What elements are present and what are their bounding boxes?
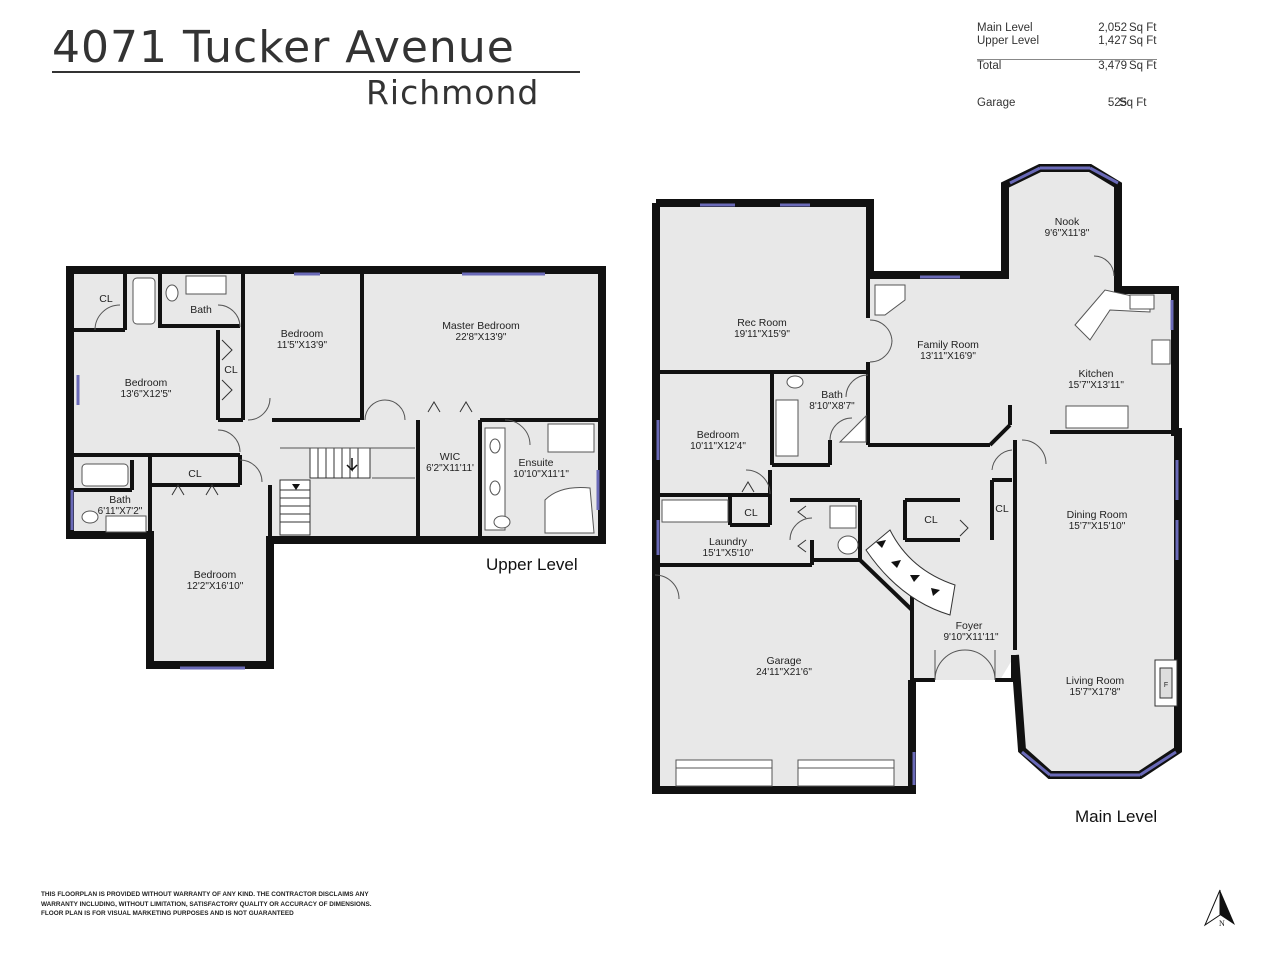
- main-nook-dim: 9'6"X11'8": [1045, 228, 1090, 239]
- property-city: Richmond: [366, 73, 540, 112]
- upper-bedroom3-label: Bedroom: [194, 569, 237, 581]
- north-compass-icon: N: [1203, 889, 1235, 928]
- main-cl3-label: CL: [995, 503, 1009, 515]
- upper-cl1-label: CL: [99, 293, 113, 305]
- upper-bath2-label: Bath: [109, 494, 131, 506]
- area-row-main: Main Level 2,052 Sq Ft: [977, 22, 1157, 34]
- title-underline: [52, 71, 580, 73]
- upper-bath2-dim: 6'11"X7'2": [98, 506, 143, 517]
- area-divider: [977, 59, 1157, 60]
- main-level-label: Main Level: [1075, 807, 1158, 826]
- upper-bath1-label: Bath: [190, 304, 212, 316]
- upper-cl3-label: CL: [188, 468, 202, 480]
- main-bath-dim: 8'10"X8'7": [809, 401, 855, 412]
- main-bedroom-label: Bedroom: [697, 429, 740, 441]
- main-rec-dim: 19'11"X15'9": [734, 329, 790, 340]
- main-living-dim: 15'7"X17'8": [1070, 687, 1121, 698]
- main-cl2-label: CL: [924, 514, 938, 526]
- main-dining-dim: 15'7"X15'10": [1069, 521, 1126, 532]
- main-living-label: Living Room: [1066, 675, 1125, 687]
- main-level-plan: Nook 9'6"X11'8" Rec Room 19'11"X15'9" Fa…: [652, 164, 1182, 794]
- property-address: 4071 Tucker Avenue: [52, 22, 515, 73]
- main-garage-dim: 24'11"X21'6": [756, 667, 812, 678]
- disclaimer-text: THIS FLOORPLAN IS PROVIDED WITHOUT WARRA…: [41, 891, 372, 917]
- upper-level-plan: CL Bath Bedroom 11'5"X13'9" Master Bedro…: [66, 266, 606, 670]
- main-laundry-dim: 15'1"X5'10": [703, 548, 754, 559]
- upper-bedroom2-label: Bedroom: [281, 328, 324, 340]
- main-dining-label: Dining Room: [1067, 509, 1128, 521]
- upper-ensuite-dim: 10'10"X11'1": [513, 469, 569, 480]
- upper-level-label: Upper Level: [486, 555, 578, 574]
- area-row-upper: Upper Level 1,427 Sq Ft: [977, 35, 1157, 47]
- upper-wic-label: WIC: [440, 451, 461, 463]
- main-bedroom-dim: 10'11"X12'4": [690, 441, 746, 452]
- upper-master-dim: 22'8"X13'9": [456, 332, 507, 343]
- upper-wic-dim: 6'2"X11'11': [426, 463, 474, 474]
- main-kitchen-label: Kitchen: [1078, 368, 1113, 380]
- main-foyer-dim: 9'10"X11'11": [943, 632, 998, 643]
- main-family-dim: 13'11"X16'9": [920, 351, 976, 362]
- main-rec-label: Rec Room: [737, 317, 787, 329]
- main-laundry-label: Laundry: [709, 536, 748, 548]
- upper-master-label: Master Bedroom: [442, 320, 520, 332]
- main-foyer-label: Foyer: [956, 620, 983, 632]
- main-garage-label: Garage: [766, 655, 801, 667]
- area-row-total: Total 3,479 Sq Ft: [977, 60, 1157, 72]
- main-nook-label: Nook: [1055, 216, 1080, 228]
- upper-bedroom1-label: Bedroom: [125, 377, 168, 389]
- upper-cl2-label: CL: [224, 364, 238, 376]
- main-family-label: Family Room: [917, 339, 979, 351]
- compass-north-label: N: [1219, 919, 1225, 928]
- upper-bedroom2-dim: 11'5"X13'9": [277, 340, 328, 351]
- upper-bedroom1-dim: 13'6"X12'5": [121, 389, 172, 400]
- area-row-garage: Garage 525 Sq Ft: [977, 97, 1147, 109]
- upper-ensuite-label: Ensuite: [518, 457, 553, 469]
- upper-bedroom3-dim: 12'2"X16'10": [187, 581, 244, 592]
- main-bath-label: Bath: [821, 389, 843, 401]
- main-cl1-label: CL: [744, 507, 758, 519]
- main-fireplace-label: F: [1164, 682, 1168, 689]
- main-kitchen-dim: 15'7"X13'11": [1068, 380, 1124, 391]
